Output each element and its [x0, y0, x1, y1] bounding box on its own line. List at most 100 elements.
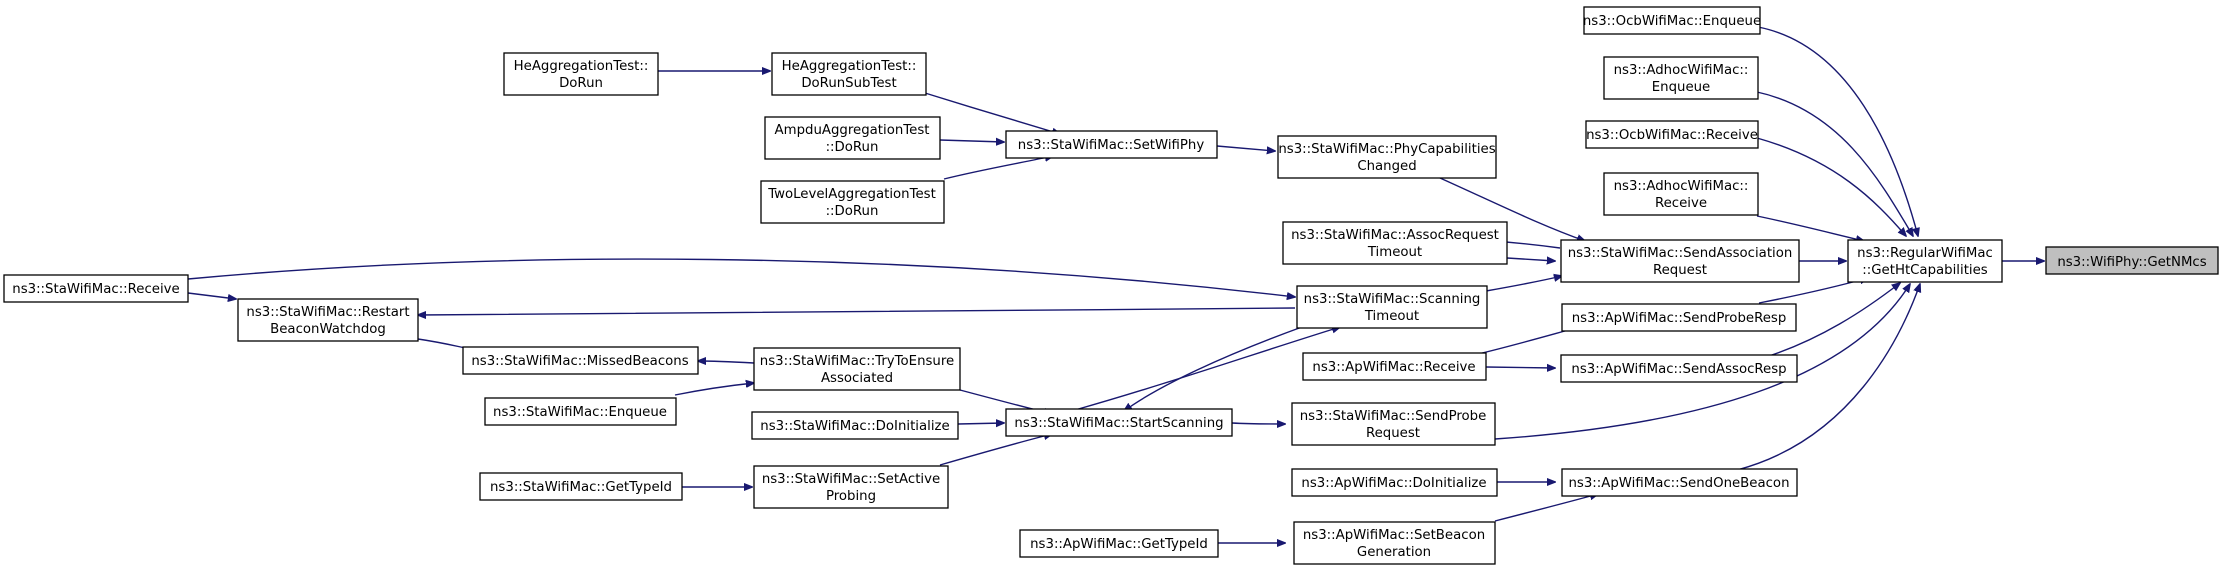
- node-stawifimac-scanningtimeout[interactable]: ns3::StaWifiMac::Scanning Timeout: [1296, 285, 1488, 329]
- node-label: ns3::ApWifiMac::SendProbeResp: [1572, 311, 1787, 326]
- node-label: ::DoRun: [826, 204, 879, 219]
- edge-tryensure-to-missedbeacons: [698, 361, 755, 363]
- node-label: AmpduAggregationTest: [775, 123, 930, 138]
- node-label: ns3::StaWifiMac::DoInitialize: [760, 419, 949, 434]
- edge-startscanning-to-sendprobe: [1231, 423, 1285, 424]
- edge-enqueue-to-tryensure: [674, 383, 754, 396]
- node-label: ns3::StaWifiMac::Restart: [246, 305, 409, 320]
- edge-sta-receive-to-restartbw: [187, 292, 236, 299]
- edge-he-dorunsub-to-setwifiphy: [924, 92, 1060, 134]
- edge-sendprobe-to-getht: [1494, 284, 1910, 440]
- node-label: Associated: [821, 371, 893, 386]
- node-label: ns3::StaWifiMac::AssocRequest: [1291, 228, 1499, 243]
- node-regularwifimac-gethtcapabilities[interactable]: ns3::RegularWifiMac ::GetHtCapabilities: [1847, 239, 2003, 283]
- nodes: ns3::WifiPhy::GetNMcs ns3::RegularWifiMa…: [3, 6, 2219, 565]
- node-stawifimac-setwifiphy[interactable]: ns3::StaWifiMac::SetWifiPhy: [1005, 130, 1218, 159]
- node-label: Timeout: [1364, 309, 1419, 324]
- edge-startscanning-to-scantimeout: [1074, 327, 1340, 411]
- node-apwifimac-setbeacongeneration[interactable]: ns3::ApWifiMac::SetBeacon Generation: [1293, 521, 1496, 565]
- node-label: Probing: [826, 489, 876, 504]
- edge-scantimeout-to-startscanning: [1124, 326, 1303, 411]
- edge-sendassocresp-to-getht: [1762, 283, 1900, 359]
- node-label: ns3::ApWifiMac::SetBeacon: [1303, 528, 1485, 543]
- node-label: HeAggregationTest::: [782, 59, 917, 74]
- node-label: Changed: [1357, 159, 1416, 174]
- node-apwifimac-doinitialize[interactable]: ns3::ApWifiMac::DoInitialize: [1291, 468, 1498, 497]
- edge-phycap-to-sendassoc: [1439, 177, 1585, 241]
- node-label: ns3::StaWifiMac::SendProbe: [1300, 409, 1487, 424]
- edge-setbeacongen-to-sendonebeacon: [1494, 494, 1598, 522]
- node-apwifimac-sendproberesp[interactable]: ns3::ApWifiMac::SendProbeResp: [1561, 303, 1797, 332]
- node-adhocwifimac-receive[interactable]: ns3::AdhocWifiMac:: Receive: [1603, 172, 1759, 216]
- node-label: Request: [1366, 426, 1420, 441]
- node-label: HeAggregationTest::: [514, 59, 649, 74]
- node-stawifimac-gettypeid[interactable]: ns3::StaWifiMac::GetTypeId: [479, 472, 683, 501]
- node-label: Timeout: [1367, 245, 1422, 260]
- node-label: ns3::ApWifiMac::Receive: [1312, 360, 1475, 375]
- node-stawifimac-restartbeaconwatchdog[interactable]: ns3::StaWifiMac::Restart BeaconWatchdog: [237, 298, 419, 342]
- node-label: ns3::ApWifiMac::SendAssocResp: [1571, 362, 1786, 377]
- node-ocbwifimac-receive[interactable]: ns3::OcbWifiMac::Receive: [1585, 120, 1759, 149]
- node-heaggregationtest-dorunsubtest[interactable]: HeAggregationTest:: DoRunSubTest: [771, 52, 927, 96]
- edges: [187, 26, 2044, 543]
- node-wifiphy-getnmcs[interactable]: ns3::WifiPhy::GetNMcs: [2045, 246, 2219, 275]
- node-label: ns3::OcbWifiMac::Receive: [1586, 128, 1758, 143]
- node-apwifimac-gettypeid[interactable]: ns3::ApWifiMac::GetTypeId: [1019, 529, 1219, 558]
- edge-scantimeout-to-sendassoc: [1485, 276, 1562, 292]
- node-label: ::GetHtCapabilities: [1862, 263, 1988, 278]
- node-apwifimac-receive[interactable]: ns3::ApWifiMac::Receive: [1302, 352, 1487, 381]
- node-label: ns3::OcbWifiMac::Enqueue: [1583, 14, 1761, 29]
- node-stawifimac-startscanning[interactable]: ns3::StaWifiMac::StartScanning: [1005, 408, 1233, 437]
- node-label: Generation: [1357, 545, 1431, 560]
- node-label: ns3::StaWifiMac::SetActive: [762, 472, 940, 487]
- edge-sendonebeacon-to-getht: [1736, 284, 1920, 471]
- node-label: ns3::ApWifiMac::DoInitialize: [1301, 476, 1486, 491]
- edge-ampdu-to-setwifiphy: [939, 140, 1004, 142]
- node-label: ns3::StaWifiMac::Receive: [12, 282, 179, 297]
- node-label: ::DoRun: [826, 140, 879, 155]
- edge-scantimeout-to-restartbw: [418, 307, 1296, 315]
- node-stawifimac-receive[interactable]: ns3::StaWifiMac::Receive: [3, 274, 189, 303]
- edge-adhoc-enqueue-to-getht: [1756, 91, 1913, 236]
- node-label: ns3::StaWifiMac::MissedBeacons: [471, 354, 688, 369]
- edge-assocreqtimeout-to-sendassoc: [1506, 258, 1555, 261]
- node-label: Receive: [1655, 196, 1707, 211]
- node-stawifimac-assocrequesttimeout[interactable]: ns3::StaWifiMac::AssocRequest Timeout: [1282, 221, 1508, 265]
- node-label: ns3::StaWifiMac::StartScanning: [1014, 416, 1223, 431]
- edge-ocb-receive-to-getht: [1756, 137, 1906, 236]
- node-label: ns3::WifiPhy::GetNMcs: [2057, 255, 2206, 270]
- edge-adhoc-receive-to-getht: [1756, 215, 1864, 241]
- node-label: ns3::StaWifiMac::PhyCapabilities: [1278, 142, 1495, 157]
- node-stawifimac-sendproberequest[interactable]: ns3::StaWifiMac::SendProbe Request: [1291, 402, 1496, 446]
- node-heaggregationtest-dorun[interactable]: HeAggregationTest:: DoRun: [503, 52, 659, 96]
- node-stawifimac-trytoensureassociated[interactable]: ns3::StaWifiMac::TryToEnsure Associated: [753, 347, 961, 391]
- node-ampduaggregationtest-dorun[interactable]: AmpduAggregationTest ::DoRun: [764, 116, 941, 160]
- edge-ap-receive-to-sendassocresp: [1485, 367, 1555, 368]
- node-stawifimac-enqueue[interactable]: ns3::StaWifiMac::Enqueue: [484, 397, 677, 426]
- edge-setwifiphy-to-phycap: [1216, 145, 1275, 151]
- node-stawifimac-setactiveprobing[interactable]: ns3::StaWifiMac::SetActive Probing: [753, 465, 949, 509]
- node-label: ns3::StaWifiMac::TryToEnsure: [760, 354, 954, 369]
- node-label: TwoLevelAggregationTest: [767, 187, 936, 202]
- node-adhocwifimac-enqueue[interactable]: ns3::AdhocWifiMac:: Enqueue: [1603, 56, 1759, 100]
- node-label: ns3::RegularWifiMac: [1857, 246, 1993, 261]
- node-label: DoRunSubTest: [801, 76, 896, 91]
- node-label: Request: [1653, 263, 1707, 278]
- edge-twolevel-to-setwifiphy: [943, 156, 1053, 180]
- edge-sta-receive-to-scantimeout: [187, 258, 1295, 297]
- node-twolevelaggregationtest-dorun[interactable]: TwoLevelAggregationTest ::DoRun: [760, 180, 945, 224]
- node-stawifimac-missedbeacons[interactable]: ns3::StaWifiMac::MissedBeacons: [462, 346, 699, 375]
- node-apwifimac-sendassocresp[interactable]: ns3::ApWifiMac::SendAssocResp: [1560, 354, 1798, 383]
- node-apwifimac-sendonebeacon[interactable]: ns3::ApWifiMac::SendOneBeacon: [1561, 468, 1798, 497]
- edge-doinit-to-startscanning: [957, 423, 1004, 424]
- node-label: ns3::StaWifiMac::GetTypeId: [490, 480, 672, 495]
- node-stawifimac-phycapabilitieschanged[interactable]: ns3::StaWifiMac::PhyCapabilities Changed: [1277, 135, 1497, 179]
- node-ocbwifimac-enqueue[interactable]: ns3::OcbWifiMac::Enqueue: [1583, 6, 1761, 35]
- node-stawifimac-sendassociationrequest[interactable]: ns3::StaWifiMac::SendAssociation Request: [1560, 239, 1800, 283]
- node-label: ns3::ApWifiMac::GetTypeId: [1030, 537, 1208, 552]
- node-label: ns3::StaWifiMac::Enqueue: [493, 405, 667, 420]
- edge-ocb-enqueue-to-getht: [1757, 26, 1918, 236]
- node-stawifimac-doinitialize[interactable]: ns3::StaWifiMac::DoInitialize: [751, 411, 959, 440]
- node-label: ns3::AdhocWifiMac::: [1614, 179, 1749, 194]
